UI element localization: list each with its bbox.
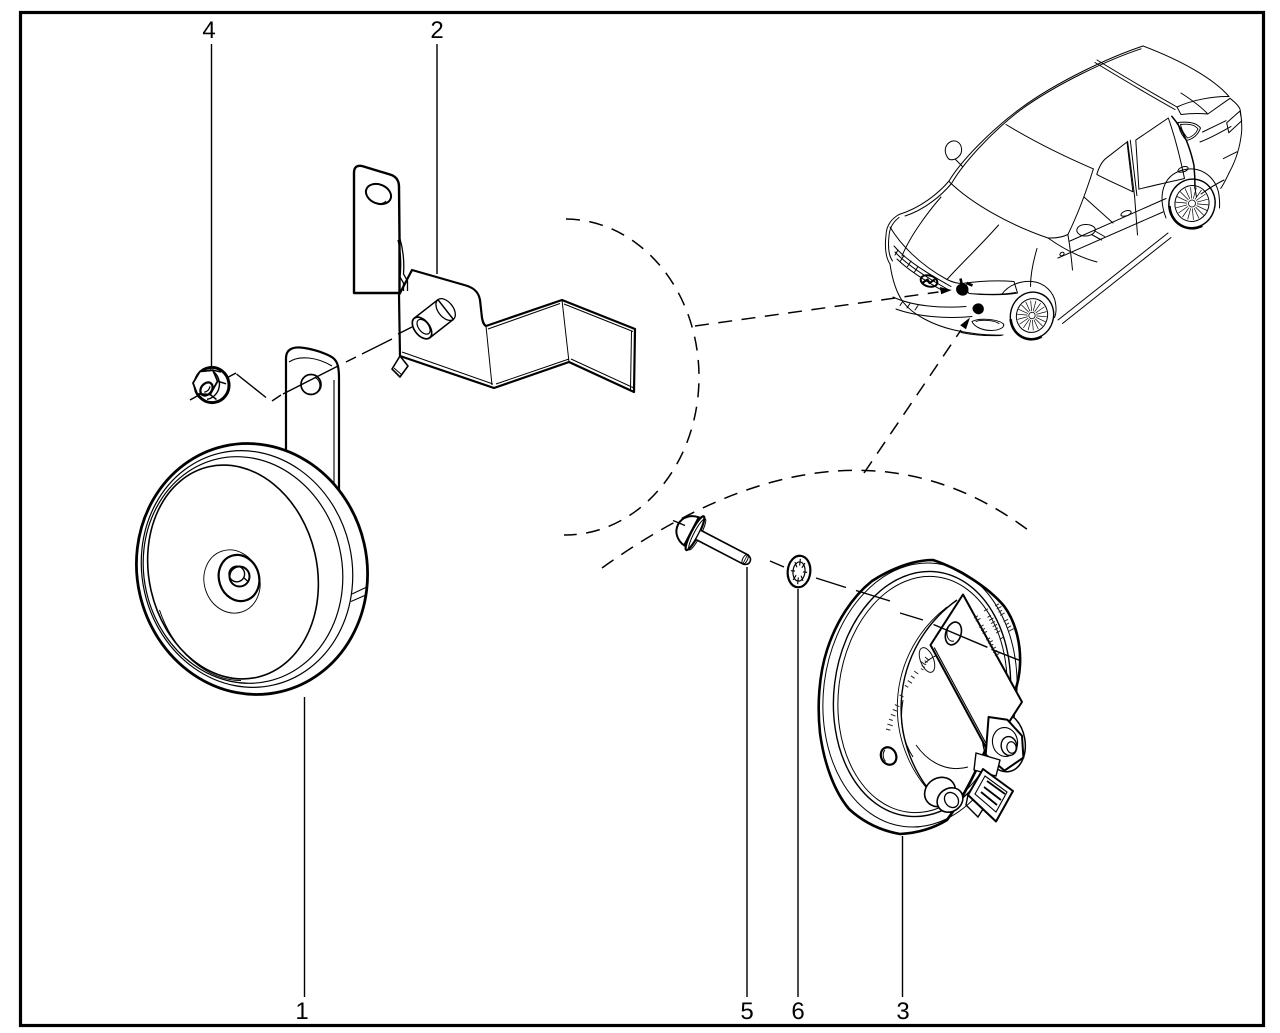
svg-text:3: 3 xyxy=(896,998,909,1025)
svg-text:6: 6 xyxy=(791,998,804,1025)
svg-text:2: 2 xyxy=(430,17,443,44)
svg-text:1: 1 xyxy=(295,998,308,1025)
svg-text:4: 4 xyxy=(202,17,215,44)
svg-text:5: 5 xyxy=(740,998,753,1025)
